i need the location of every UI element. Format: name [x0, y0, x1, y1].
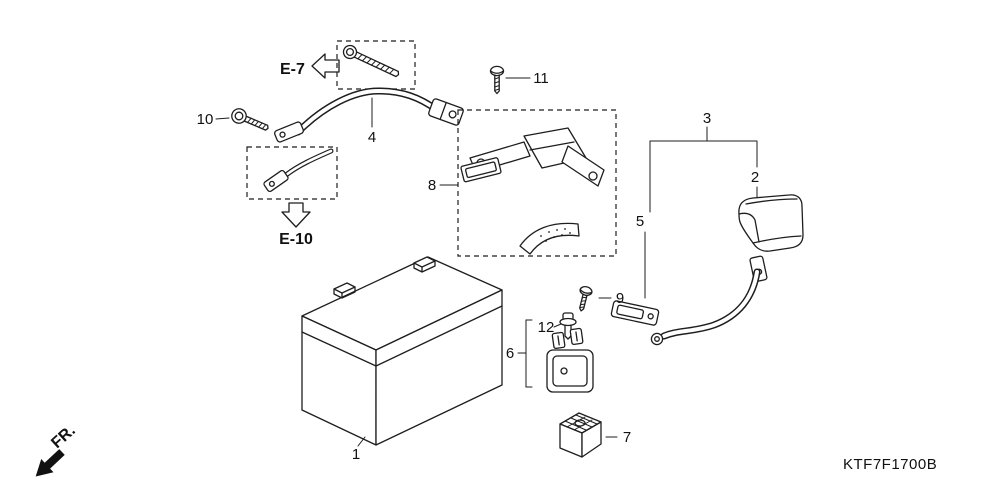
clip-icon	[559, 312, 577, 340]
screw-icon	[579, 286, 593, 312]
leader-1	[357, 436, 366, 447]
battery-group: 1	[301, 256, 503, 463]
callout-10: 10	[197, 111, 214, 128]
ground-cable-group: 4	[274, 87, 464, 146]
callout-9: 9	[616, 290, 624, 307]
callout-8: 8	[428, 177, 436, 194]
dashed-box	[457, 109, 617, 257]
callout-5: 5	[636, 213, 644, 230]
e10-reference: E-10	[246, 146, 338, 248]
callout-1: 1	[352, 446, 360, 463]
battery-tray-group: 8	[428, 109, 617, 257]
leader-3	[649, 126, 758, 213]
dashed-box	[246, 146, 338, 200]
bolt-10-group: 10	[197, 108, 269, 131]
e10-down-arrow-icon	[281, 202, 311, 228]
leader-12	[553, 323, 562, 328]
bolt-icon	[342, 44, 400, 78]
leader-10	[215, 117, 230, 120]
e10-label: E-10	[279, 231, 313, 248]
cable-lug-left	[274, 121, 304, 143]
fr-indicator: FR.	[35, 422, 79, 477]
relay-cushion	[559, 412, 602, 458]
battery-pad	[460, 157, 502, 183]
callout-11: 11	[533, 70, 549, 87]
diagram-code: KTF7F1700B	[843, 456, 937, 473]
callout-12: 12	[538, 319, 555, 336]
battery-terminal-left	[333, 282, 356, 299]
callout-2: 2	[751, 169, 759, 186]
bolt-icon	[231, 108, 269, 131]
battery	[301, 256, 503, 446]
cable-lug-right	[428, 98, 464, 126]
e7-arrow-icon	[311, 53, 340, 79]
cable-ring-terminal	[650, 332, 664, 346]
clip-12-group: 12	[538, 312, 577, 340]
starter-cable-group: 5	[610, 213, 768, 346]
e10-lug	[263, 169, 289, 193]
cable-bolt-box	[336, 40, 416, 90]
terminal-cover-group: 2	[738, 169, 804, 252]
fr-arrow-icon	[35, 449, 65, 477]
cable-assembly-callout: 3	[649, 110, 758, 213]
battery-terminal-right	[413, 256, 436, 273]
relay-cushion-group: 7	[559, 412, 631, 458]
screw-icon	[489, 65, 505, 95]
starter-relay-group: 6	[506, 319, 594, 393]
e7-label: E-7	[280, 61, 305, 78]
screw-9-group: 9	[579, 286, 624, 312]
terminal-cover	[738, 194, 804, 252]
leader-6	[517, 319, 533, 388]
e7-reference: E-7	[280, 53, 340, 79]
callout-4: 4	[368, 129, 376, 146]
fr-label: FR.	[48, 422, 79, 452]
callout-7: 7	[623, 429, 631, 446]
battery-cushion	[519, 222, 580, 255]
callout-6: 6	[506, 345, 514, 362]
battery-setting-plate	[469, 127, 605, 187]
screw-11-group: 11	[489, 65, 549, 95]
cable-connector	[610, 300, 660, 326]
callout-3: 3	[703, 110, 711, 127]
starter-relay	[546, 327, 594, 393]
